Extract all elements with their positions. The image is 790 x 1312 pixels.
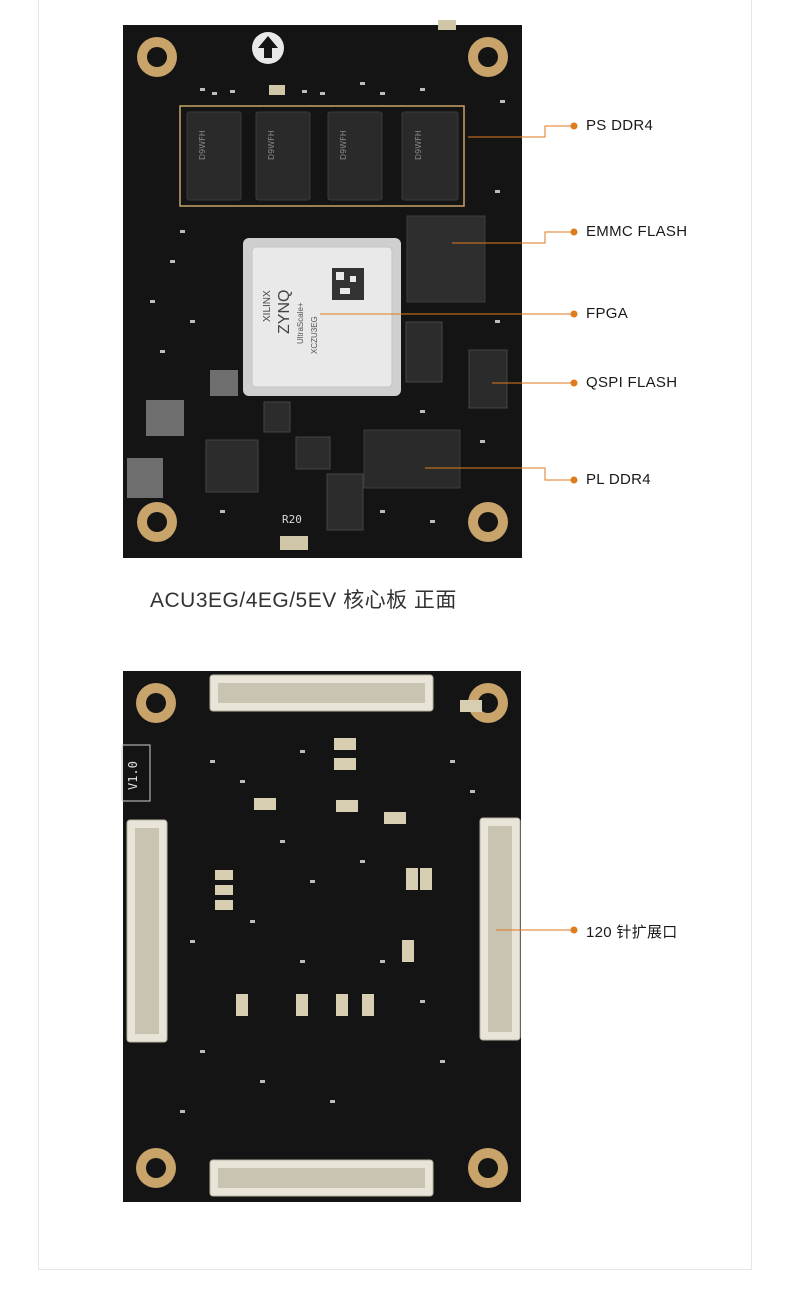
silkscreen-r20: R20: [282, 513, 302, 526]
callout-pl-ddr4: PL DDR4: [586, 471, 651, 488]
front-caption: ACU3EG/4EG/5EV 核心板 正面: [150, 589, 457, 612]
version-label: V1.0: [126, 761, 140, 790]
callout-fpga: FPGA: [586, 305, 629, 322]
callout-ps-ddr4: PS DDR4: [586, 117, 654, 134]
svg-text:D9WFH: D9WFH: [267, 130, 276, 160]
svg-text:D9WFH: D9WFH: [198, 130, 207, 160]
svg-text:D9WFH: D9WFH: [339, 130, 348, 160]
callout-emmc-flash: EMMC FLASH: [586, 223, 688, 240]
svg-text:D9WFH: D9WFH: [414, 130, 423, 160]
content-frame: [38, 0, 752, 1270]
callout-expansion-connector: 120 针扩展口: [586, 924, 678, 941]
callout-qspi-flash: QSPI FLASH: [586, 374, 678, 391]
